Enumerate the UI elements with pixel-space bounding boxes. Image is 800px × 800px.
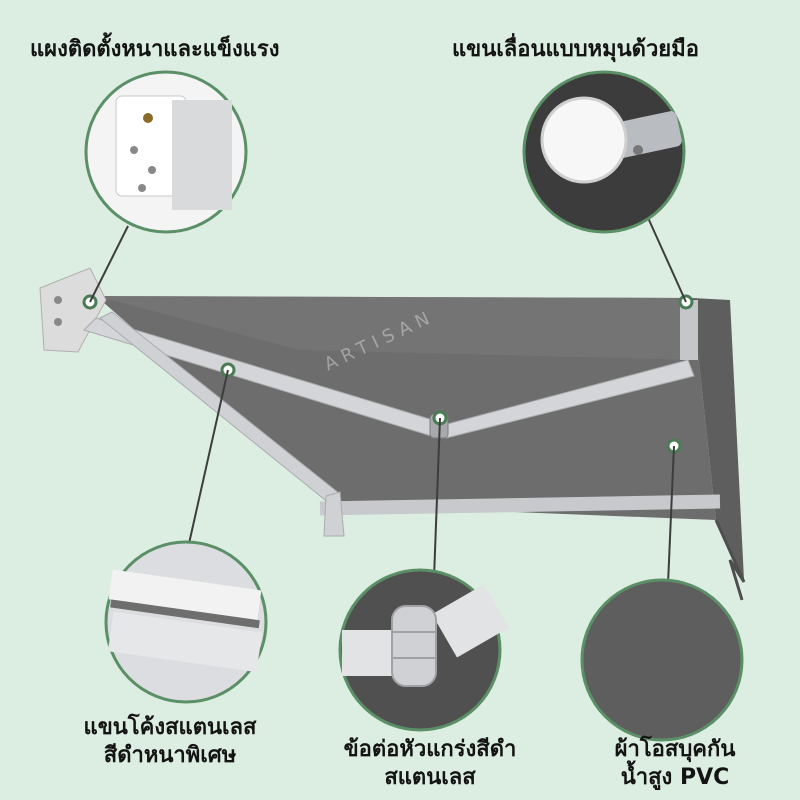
awning-valance [692,298,744,580]
feature-label-fabric-line2: น้ำสูง PVC [620,765,730,790]
wall-bracket [39,267,107,353]
callout-curved-arm [104,540,268,704]
feature-label-joint-line2: สแตนเลส [384,765,476,790]
front-bar [319,494,721,516]
awning-fabric-shade [96,296,700,360]
feature-label-mounting-plate: แผงติดตั้งหนาและแข็งแรง [30,37,280,62]
callout-manual-crank [522,70,686,234]
feature-label-fabric-line1: ผ้าโอสบุคกัน [614,737,736,762]
feature-label-joint-line1: ข้อต่อหัวแกร่งสีดำ [343,737,517,762]
callout-joint [338,568,509,732]
feature-label-joint: ข้อต่อหัวแกร่งสีดำ สแตนเลส [300,736,560,792]
feature-label-manual-crank: แขนเลื่อนแบบหมุนด้วยมือ [452,37,699,62]
feature-label-curved-arm: แขนโค้งสแตนเลส สีดำหนาพิเศษ [40,714,300,770]
feature-label-curved-arm-line1: แขนโค้งสแตนเลส [83,715,257,740]
callout-mounting-plate [84,70,248,234]
feature-label-fabric: ผ้าโอสบุคกัน น้ำสูง PVC [560,736,790,792]
feature-label-curved-arm-line2: สีดำหนาพิเศษ [103,743,237,768]
callout-fabric [580,578,744,742]
